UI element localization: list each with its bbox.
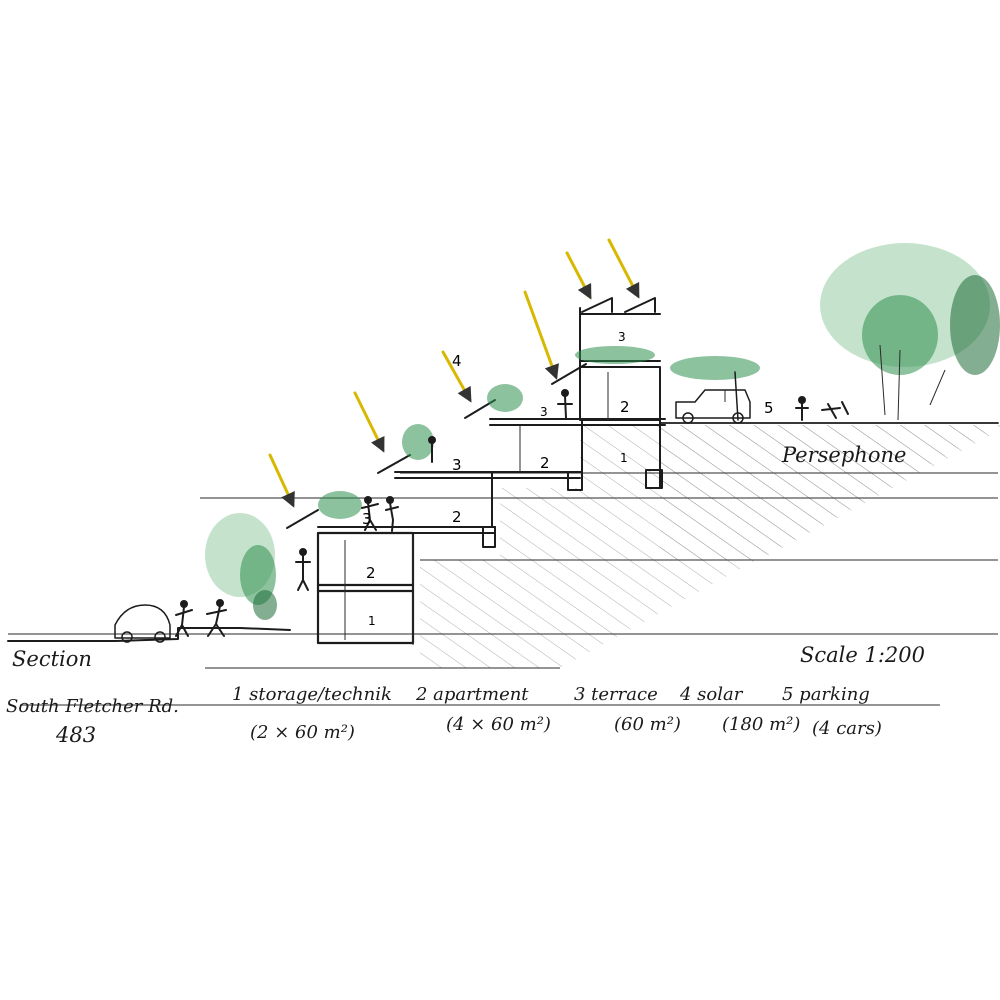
room-number: 5 xyxy=(764,399,774,417)
section-label: Section xyxy=(12,647,92,671)
legend-item-label: 3 terrace xyxy=(574,684,658,705)
room-number: 1 xyxy=(368,614,376,628)
room-number: 4 xyxy=(452,352,462,370)
car-upper xyxy=(675,389,751,424)
room-number: 3 xyxy=(362,510,372,528)
room-number: 3 xyxy=(452,456,462,474)
legend-item-label: 1 storage/technik xyxy=(232,684,392,705)
room-number: 3 xyxy=(618,330,626,344)
room-numbers: 1 2 3 2 3 2 3 2 1 3 4 5 xyxy=(362,330,774,628)
room-number: 3 xyxy=(540,405,548,419)
legend-item-area: (4 cars) xyxy=(812,718,882,739)
persephone-label: Persephone xyxy=(781,443,906,467)
street-name-label: South Fletcher Rd. xyxy=(6,696,179,717)
street-number-label: 483 xyxy=(55,723,96,747)
legend-item-area: (4 × 60 m²) xyxy=(446,714,551,735)
scale-label: Scale 1:200 xyxy=(800,643,925,667)
room-number: 2 xyxy=(620,398,630,416)
room-number: 2 xyxy=(540,454,550,472)
ground-hatching xyxy=(205,425,1000,668)
legend-item-area: (2 × 60 m²) xyxy=(250,722,355,743)
legend-item-area: (60 m²) xyxy=(614,714,681,735)
foliage xyxy=(205,243,1000,620)
legend: 1 storage/technik (2 × 60 m²) 2 apartmen… xyxy=(232,684,882,743)
lower-building xyxy=(316,526,496,645)
legend-item-area: (180 m²) xyxy=(722,714,800,735)
sun-arrows xyxy=(268,238,640,508)
car-lower xyxy=(114,604,171,643)
room-number: 2 xyxy=(366,564,376,582)
people xyxy=(175,389,849,637)
legend-item-label: 5 parking xyxy=(782,684,870,705)
legend-item-label: 4 solar xyxy=(679,684,744,705)
room-number: 1 xyxy=(620,451,628,465)
room-number: 2 xyxy=(452,508,462,526)
legend-item-label: 2 apartment xyxy=(415,684,529,705)
